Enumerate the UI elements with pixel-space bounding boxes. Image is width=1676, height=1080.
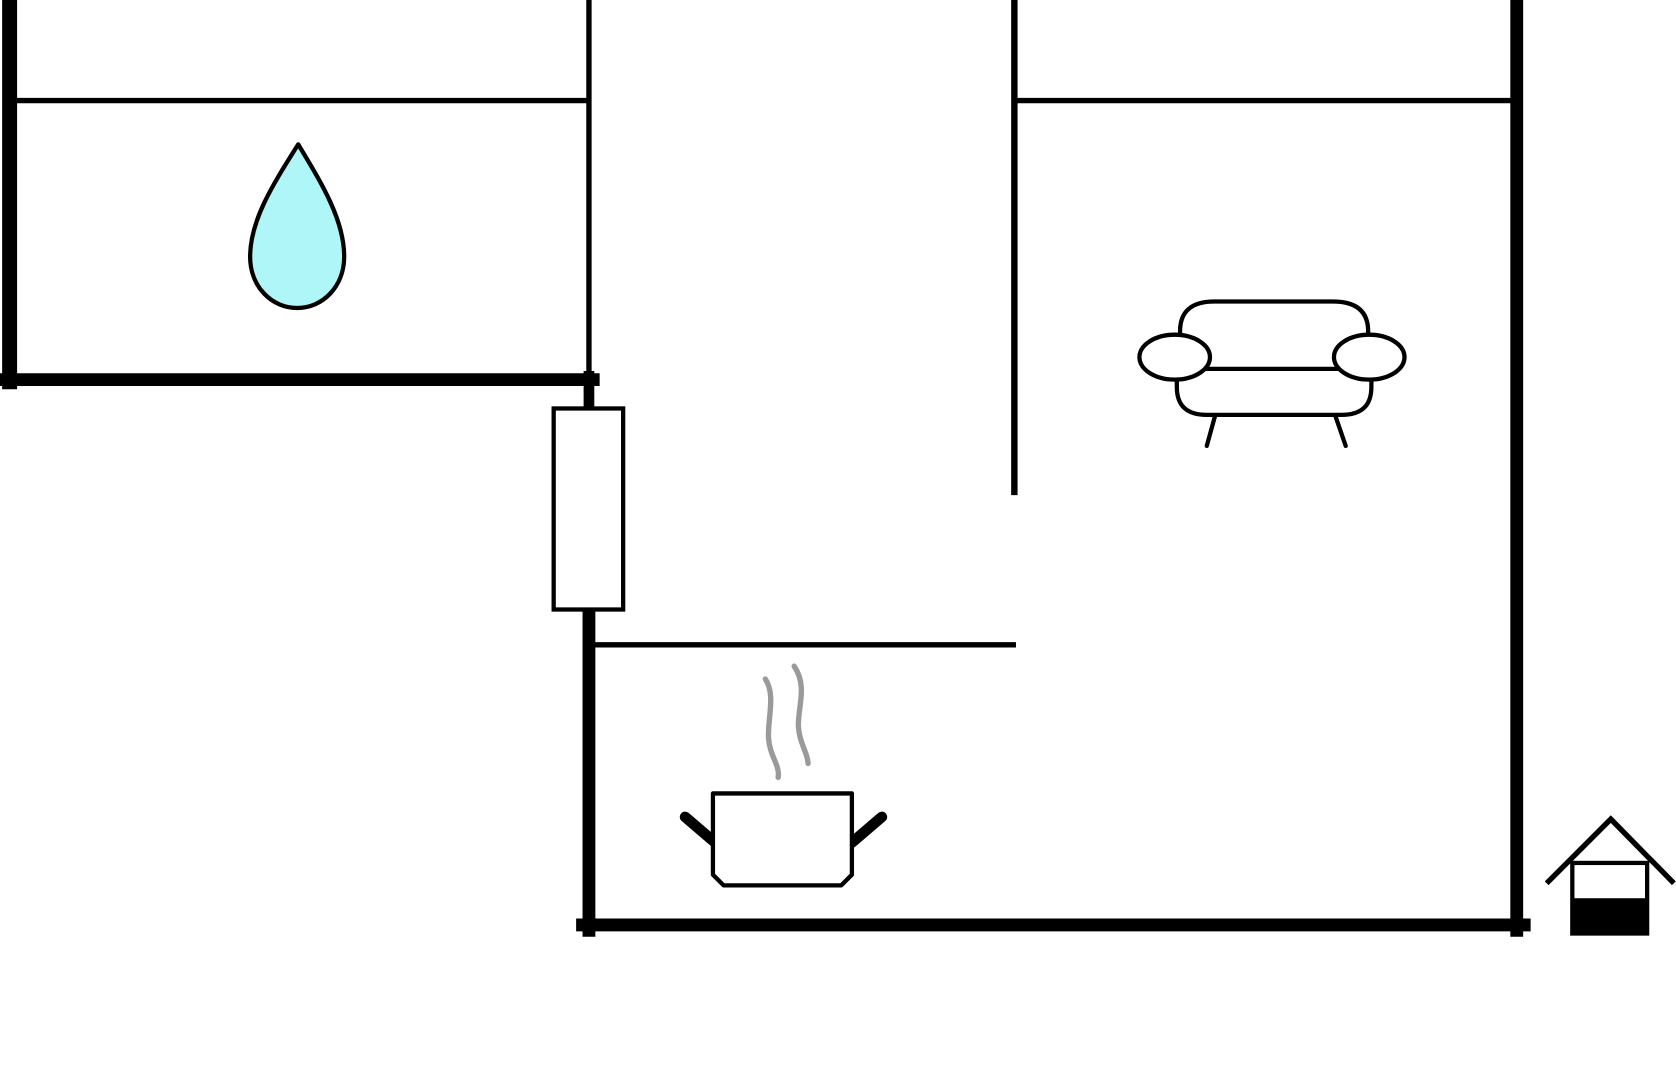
cooking-pot-icon <box>679 791 888 888</box>
steam-icon <box>762 663 811 781</box>
entrance-door <box>551 406 626 612</box>
water-drop-icon <box>247 142 347 311</box>
sofa-icon <box>1137 299 1407 449</box>
walls <box>0 0 1531 937</box>
house-entrance-icon <box>1544 815 1676 936</box>
